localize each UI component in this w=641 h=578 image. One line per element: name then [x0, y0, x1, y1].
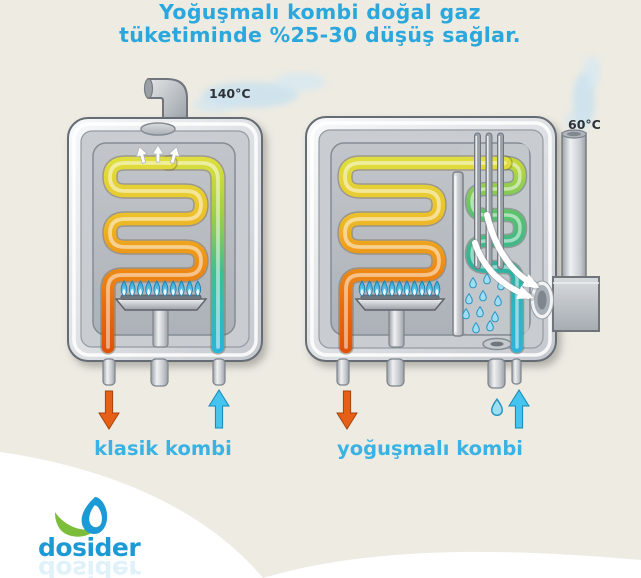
hot-out-arrow [336, 390, 358, 430]
condensing-flue-temp: 60°C [568, 117, 601, 132]
bottom-white-swoosh [0, 452, 641, 578]
classic-flue-temp: 140°C [209, 86, 251, 101]
cold-in-arrow [508, 389, 530, 429]
condensing-burner [354, 280, 446, 348]
condensate-drain [482, 337, 512, 351]
flue-baffle-rods [474, 132, 504, 270]
title-line-2: tüketiminde %25-30 düşüş sağlar. [119, 23, 521, 47]
cold-in-arrow [208, 389, 230, 429]
classic-label: klasik kombi [94, 437, 232, 460]
logo-wordmark-reflection: dosider [38, 555, 142, 578]
condensing-case-rim [310, 121, 552, 357]
burner-flames [358, 280, 441, 297]
classic-serpentine-pipe [100, 155, 209, 355]
title-line-1: Yoğuşmalı kombi doğal gaz [158, 0, 481, 24]
classic-boiler: 140°C [67, 78, 263, 460]
logo-flame-blue [81, 497, 108, 534]
hot-out-arrow [98, 390, 120, 430]
side-flue-pipe [561, 132, 587, 280]
condensing-boiler: 60°C yoğuşmalı kombi [305, 116, 601, 460]
logo-wordmark: dosider [38, 533, 141, 562]
condensing-serpentine-pipe [337, 155, 513, 355]
classic-bottom-stubs [102, 358, 226, 387]
classic-top-vent [140, 122, 176, 136]
svg-text:dosider: dosider [38, 555, 141, 578]
flue-elbow-opening [143, 78, 154, 99]
condensing-label: yoğuşmalı kombi [337, 437, 523, 460]
side-flue-opening [567, 131, 581, 137]
classic-burner [114, 280, 208, 348]
condensing-bottom-stubs [336, 358, 522, 389]
wall-oval-outlet [530, 280, 554, 320]
flue-smoke-condensing [565, 56, 600, 130]
flue-smoke-classic [193, 73, 326, 113]
divider-plate [452, 171, 464, 337]
side-flue-box [552, 276, 600, 332]
classic-riser-pipe [160, 155, 226, 355]
dosider-logo: dosider dosider [38, 497, 142, 578]
flue-flow-arrows [470, 210, 541, 302]
title: Yoğuşmalı kombi doğal gaz tüketiminde %2… [119, 0, 521, 47]
